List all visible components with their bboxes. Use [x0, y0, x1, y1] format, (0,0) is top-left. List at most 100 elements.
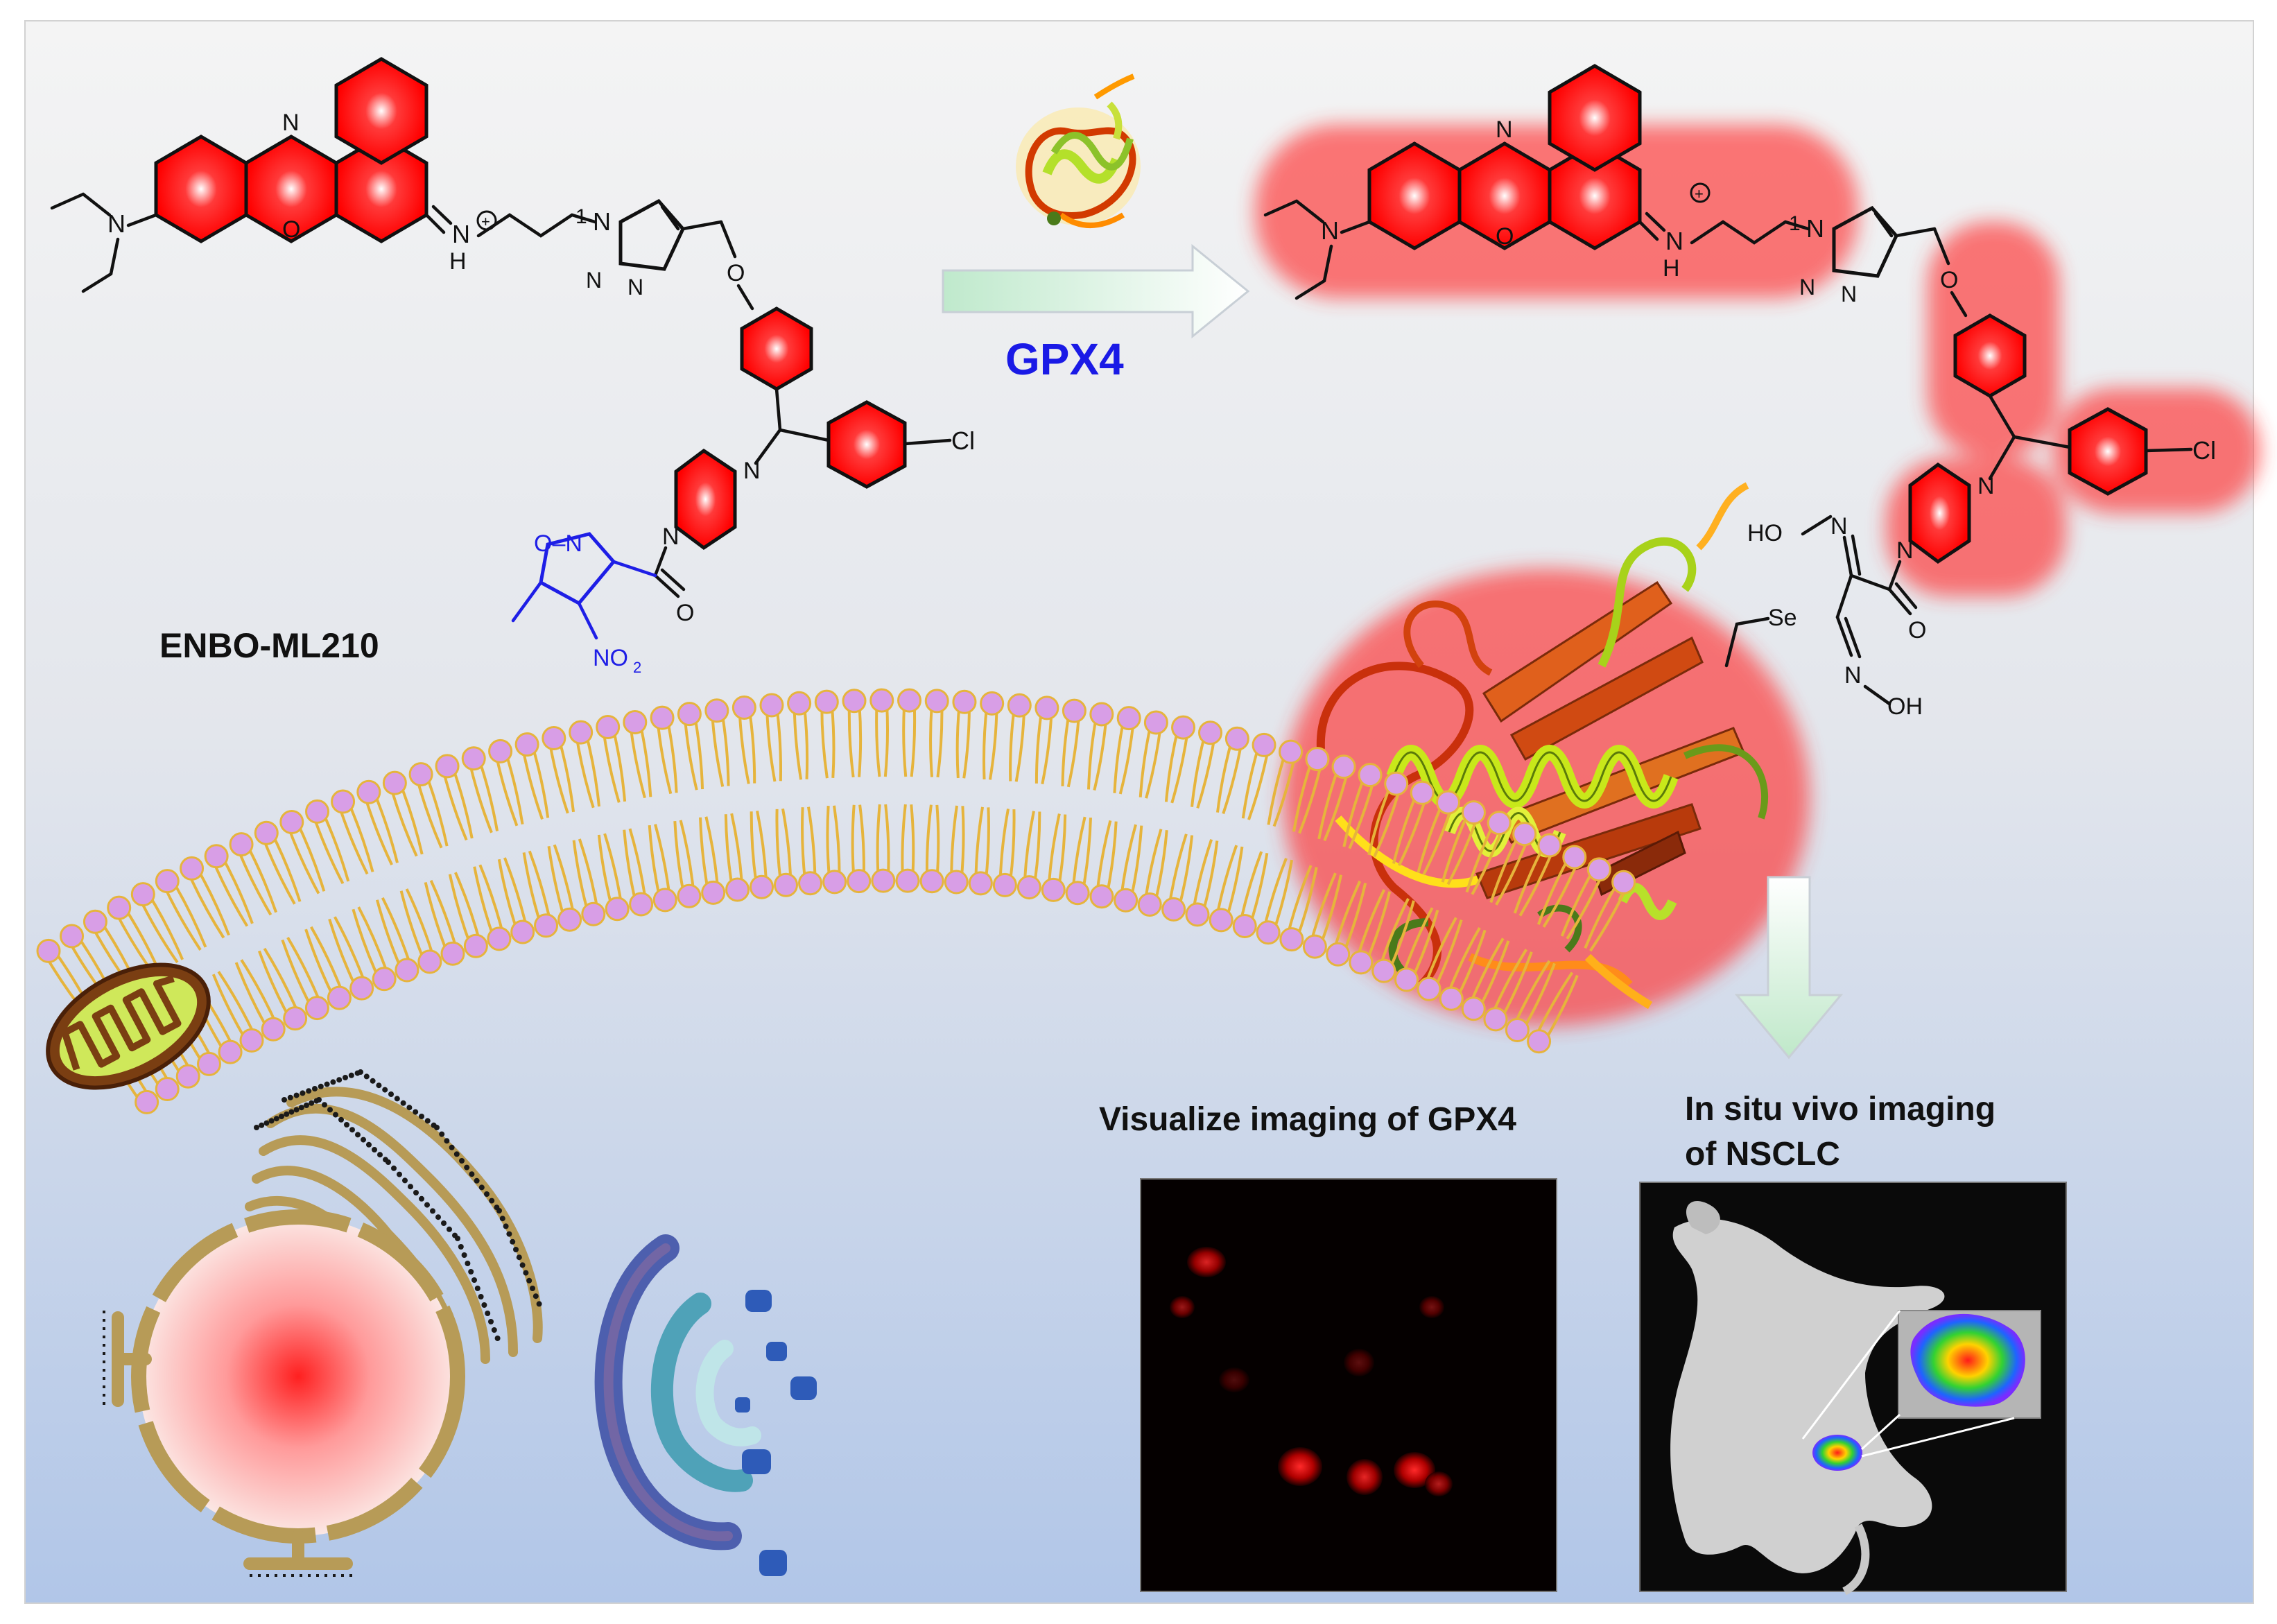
lipid-head	[135, 1089, 159, 1114]
ribosome-dot	[419, 1195, 424, 1202]
lipid-head	[1611, 870, 1636, 895]
ribosome-dot	[434, 1125, 440, 1130]
ribosome-dot	[424, 1202, 430, 1208]
fluorescence-image-panel	[1140, 1178, 1557, 1592]
lipid-head	[218, 1039, 243, 1064]
lipid-head	[331, 789, 356, 814]
ribosome-dot	[419, 1114, 424, 1119]
lipid-head	[952, 689, 977, 714]
atom-h-r: H	[1663, 255, 1680, 282]
lipid-head	[83, 909, 107, 934]
lipid-head	[1185, 902, 1210, 927]
ribosome-dot	[474, 1286, 480, 1291]
ribosome-dot	[523, 1270, 529, 1276]
lipid-head	[283, 1006, 308, 1031]
lipid-head	[261, 1017, 286, 1042]
ribosome-dot	[458, 1244, 464, 1250]
ribosome-dot	[481, 1302, 487, 1308]
ribosome-dot	[372, 1147, 377, 1152]
charge-plus-r: +	[1695, 185, 1704, 202]
lipid-head	[382, 770, 407, 795]
ribosome-dot	[391, 1165, 397, 1171]
gpx4-protein-cartoon	[1316, 482, 1768, 1010]
ribosome-dot	[499, 1216, 505, 1222]
lipid-head	[514, 732, 539, 757]
ribosome-dot	[513, 1247, 519, 1252]
lipid-head	[557, 907, 582, 932]
lipid-head	[1252, 732, 1276, 757]
atom-n-pip2-r: N	[1896, 537, 1914, 564]
ribosome-dot	[430, 1208, 435, 1214]
ribosome-dot	[471, 1277, 477, 1283]
ribosome-dot	[526, 1277, 533, 1284]
ribosome-dot	[491, 1327, 497, 1333]
lipid-head	[822, 870, 847, 895]
atom-n-r: N	[1496, 116, 1513, 143]
lipid-head	[305, 799, 330, 824]
lipid-head	[1089, 884, 1114, 909]
atom-nitro-sub: 2	[633, 659, 641, 676]
lipid-head	[677, 702, 702, 727]
ribosome-dot	[348, 1072, 354, 1078]
lipid-head	[1461, 996, 1486, 1021]
ribosome-dot	[447, 1226, 452, 1232]
ribosome-dot	[465, 1261, 471, 1266]
lipid-head	[1358, 763, 1383, 788]
lipid-head	[408, 762, 433, 787]
atom-h: H	[449, 248, 467, 275]
ribosome-dot	[478, 1184, 485, 1191]
lipid-head	[487, 926, 512, 951]
lipid-head	[1326, 942, 1351, 967]
lipid-head	[1137, 892, 1162, 917]
ribosome-dot	[355, 1132, 361, 1138]
lipid-head	[1483, 1007, 1508, 1032]
atom-cl-r: Cl	[2192, 436, 2216, 465]
ribosome-dot	[488, 1319, 494, 1324]
lipid-head	[1161, 897, 1186, 922]
lipid-head	[596, 714, 621, 739]
down-arrow	[1734, 876, 1844, 1060]
lipid-head	[944, 870, 969, 895]
ribosome-dot	[279, 1114, 284, 1119]
ribosome-dot	[366, 1141, 372, 1148]
atom-o: O	[282, 216, 300, 243]
lipid-head	[1371, 958, 1396, 983]
ribosome-dot	[312, 1086, 318, 1091]
ribosome-dot	[444, 1138, 450, 1144]
lipid-head	[871, 868, 896, 893]
caption-vivo-line1: In situ vivo imaging	[1685, 1091, 1995, 1128]
lipid-head	[356, 779, 381, 804]
ribosome-dot	[316, 1097, 322, 1103]
lipid-head	[1384, 771, 1409, 796]
ribosome-dot	[273, 1116, 279, 1122]
lipid-head	[440, 941, 465, 966]
atom-o-r: O	[1496, 223, 1514, 250]
ribosome-dot	[413, 1190, 419, 1195]
lipid-head	[1562, 845, 1587, 870]
lipid-head	[1034, 696, 1059, 720]
lipid-head	[992, 872, 1017, 897]
ribosome-dot	[333, 1112, 338, 1118]
lipid-head	[1224, 726, 1249, 751]
lipid-head	[327, 985, 352, 1010]
lipid-head	[1171, 715, 1196, 740]
lipid-head	[534, 913, 559, 938]
lipid-head	[581, 901, 606, 926]
lipid-head	[180, 856, 205, 881]
lipid-head	[304, 996, 329, 1021]
ribosome-dot	[453, 1151, 460, 1157]
lipid-head	[895, 868, 920, 893]
ribosome-dot	[338, 1116, 344, 1123]
lipid-head	[980, 691, 1005, 716]
ribosome-dot	[464, 1164, 470, 1171]
lipid-head	[842, 689, 867, 714]
lipid-head	[395, 958, 419, 983]
atom-o-amide: O	[676, 600, 694, 626]
ribosome-dot	[282, 1097, 287, 1103]
ribosome-dot	[536, 1301, 542, 1307]
ribosome-dot	[304, 1103, 309, 1108]
lipid-head	[196, 1051, 221, 1076]
ribosome-dot	[478, 1294, 484, 1299]
lipid-head	[1279, 739, 1304, 764]
